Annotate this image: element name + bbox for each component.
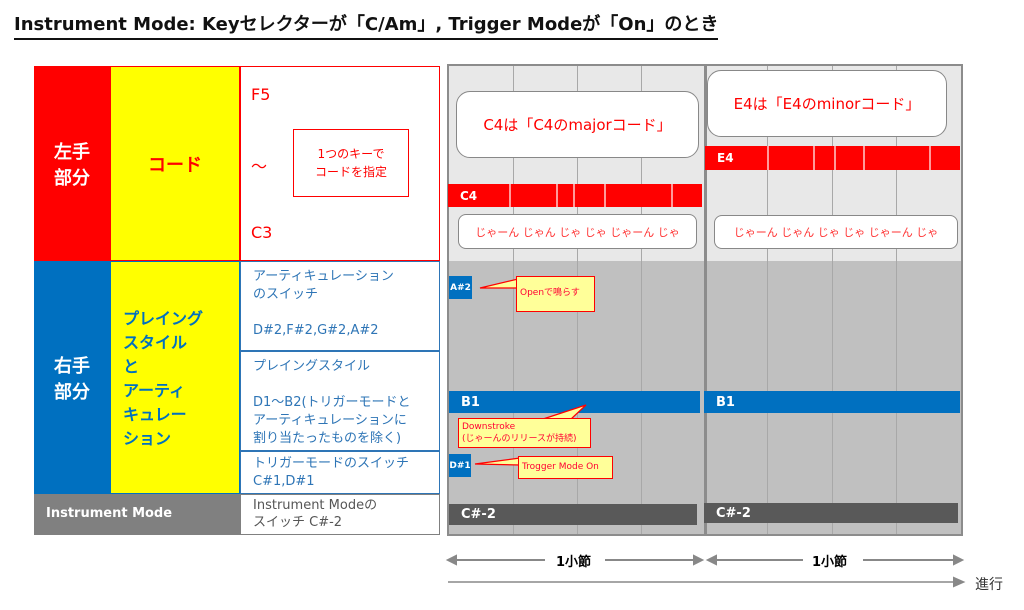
desc-trigger: トリガーモードのスイッチ C#1,D#1 — [240, 451, 440, 494]
e4-label: E4 — [717, 151, 734, 165]
e4-note-bar: E4 — [705, 146, 960, 170]
measure-divider — [704, 66, 707, 534]
desc-instrument: Instrument Modeの スイッチ C#-2 — [240, 494, 440, 535]
page-title: Instrument Mode: Keyセレクターが「C/Am」, Trigge… — [14, 10, 719, 40]
chord-label: コード — [110, 66, 240, 261]
rhythm-box-2: じゃーん じゃん じゃ じゃ じゃーん じゃ — [714, 215, 958, 249]
playing-style-label: プレイング スタイル と アーティ キュレー ション — [110, 261, 240, 494]
rhythm-box-1: じゃーん じゃん じゃ じゃ じゃーん じゃ — [458, 214, 697, 249]
downstroke-callout: Downstroke (じゃーんのリリースが持続) — [458, 418, 591, 448]
key-note: 1つのキーで コードを指定 — [293, 129, 409, 197]
chord-desc: F5 ～ C3 1つのキーで コードを指定 — [240, 66, 440, 261]
range-low: C3 — [251, 223, 273, 242]
measure-arrows — [445, 554, 966, 588]
right-hand-label: 右手 部分 — [34, 261, 110, 494]
range-tilde: ～ — [251, 157, 268, 176]
c4-note-bar: C4 — [448, 184, 702, 207]
left-hand-label: 左手 部分 — [34, 66, 110, 261]
b1-bar-2: B1 — [704, 391, 960, 413]
open-callout: Openで鳴らす — [516, 276, 595, 312]
trigger-callout: Trogger Mode On — [518, 456, 613, 479]
c4-bubble: C4は「C4のmajorコード」 — [456, 91, 699, 158]
c4-label: C4 — [460, 188, 478, 203]
a2-note: A#2 — [449, 276, 472, 299]
progress-label: 進行 — [975, 577, 1003, 593]
range-high: F5 — [251, 85, 271, 104]
desc-articulation: アーティキュレーション のスイッチ D#2,F#2,G#2,A#2 — [240, 261, 440, 351]
b1-bar-1: B1 — [449, 391, 700, 413]
measure-label-2: 1小節 — [812, 555, 848, 570]
e4-bubble: E4は「E4のminorコード」 — [707, 70, 947, 137]
measure-label-1: 1小節 — [556, 555, 592, 570]
instrument-mode-label: Instrument Mode — [34, 494, 240, 535]
cs-2-bar-1: C#-2 — [449, 504, 697, 525]
callout-pointer — [474, 457, 521, 466]
desc-playing-style: プレイングスタイル D1～B2(トリガーモードと アーティキュレーションに 割り… — [240, 351, 440, 451]
cs-2-bar-2: C#-2 — [704, 503, 958, 523]
d1-note: D#1 — [449, 454, 471, 477]
